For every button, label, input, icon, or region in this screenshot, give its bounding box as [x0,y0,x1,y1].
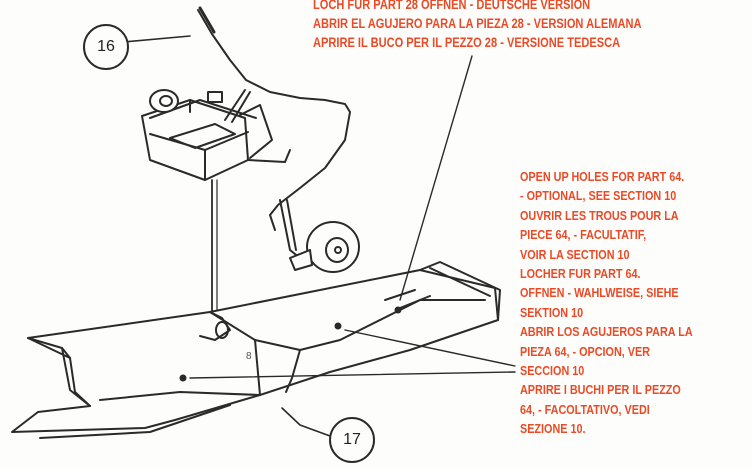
chassis-block [141,89,291,181]
right-note-line: LOCHER FUR PART 64. [520,266,641,282]
callout-17-leader [281,407,331,437]
callout-16-label: 16 [97,38,115,55]
right-note-line: OFFNEN - WAHLWEISE, SIEHE [520,285,679,301]
callout-17-label: 17 [343,431,361,448]
right-note-line: ABRIR LOS AGUJEROS PARA LA [520,324,693,340]
top-note: LOCH FUR PART 28 OFFNEN - DEUTSCHE VERSI… [313,0,641,52]
top-note-line: APRIRE IL BUCO PER IL PEZZO 28 - VERSION… [313,35,621,50]
right-note-leader-2 [189,371,516,379]
part-mark: 8 [246,351,252,362]
callout-17: 17 [329,417,375,463]
right-note-line: - OPTIONAL, SEE SECTION 10 [520,188,677,204]
right-note-line: OUVRIR LES TROUS POUR LA [520,207,679,223]
right-note: OPEN UP HOLES FOR PART 64. - OPTIONAL, S… [520,167,693,439]
right-note-leader-1 [344,329,516,367]
top-note-line: LOCH FUR PART 28 OFFNEN - DEUTSCHE VERSI… [313,0,591,12]
right-note-line: PIECE 64, - FACULTATIF, [520,227,647,243]
callout-16-leader [123,35,191,43]
right-note-line: SEKTION 10 [520,304,584,320]
right-note-line: 64, - FACOLTATIVO, VEDI [520,401,650,417]
right-note-line: SEZIONE 10. [520,421,586,437]
callout-16: 16 [83,24,129,70]
wire-part [197,9,351,231]
wheel-assembly [279,199,360,273]
right-note-line: OPEN UP HOLES FOR PART 64. [520,169,685,184]
right-note-line: VOIR LA SECTION 10 [520,246,630,262]
base-part [11,261,501,439]
right-note-line: SECCION 10 [520,363,585,379]
top-note-leader [399,55,473,301]
right-note-line: PIEZA 64, - OPCION, VER [520,343,650,359]
right-note-line: APRIRE I BUCHI PER IL PEZZO [520,382,681,398]
top-note-line: ABRIR EL AGUJERO PARA LA PIEZA 28 - VERS… [313,16,642,31]
